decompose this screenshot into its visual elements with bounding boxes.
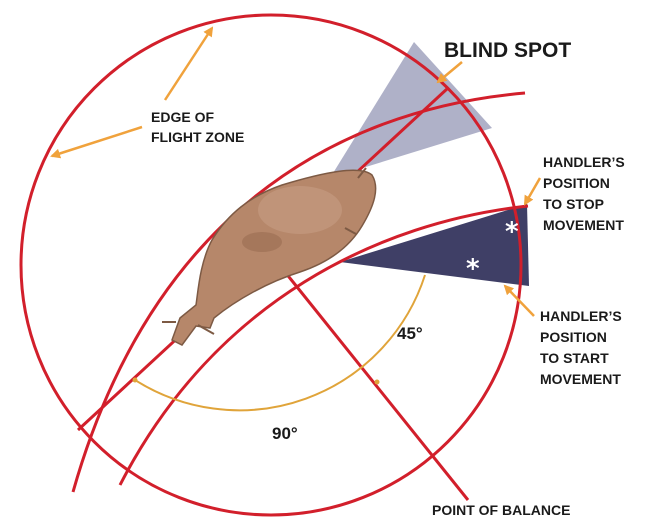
point-of-balance-line [285,272,468,500]
edge-arrow-left [52,127,142,156]
blind-spot-arrow [438,62,462,82]
start-label-line-1: HANDLER’S [540,306,622,327]
edge-label-line-1: EDGE OF [151,107,244,127]
edge-label-line-2: FLIGHT ZONE [151,127,244,147]
handler-stop-arrow [525,178,540,204]
stop-label-line-3: TO STOP [543,194,625,215]
handler-start-label: HANDLER’S POSITION TO START MOVEMENT [540,306,622,390]
angle-arc-tick-2 [375,380,380,385]
blind-spot-label: BLIND SPOT [444,38,571,64]
start-label-line-4: MOVEMENT [540,369,622,390]
edge-arrow-upper [165,28,212,100]
angle-arc-tick-1 [133,378,138,383]
start-label-line-2: POSITION [540,327,622,348]
stop-label-line-2: POSITION [543,173,625,194]
edge-of-flight-zone-label: EDGE OF FLIGHT ZONE [151,107,244,148]
handler-stop-marker: * [505,217,519,247]
handler-zone [340,204,529,286]
start-label-line-3: TO START [540,348,622,369]
stop-label-line-4: MOVEMENT [543,215,625,236]
angle-90-label: 90° [272,423,298,444]
angle-45-label: 45° [397,323,423,344]
point-of-balance-label: POINT OF BALANCE [432,502,570,520]
stop-label-line-1: HANDLER’S [543,152,625,173]
handler-stop-label: HANDLER’S POSITION TO STOP MOVEMENT [543,152,625,236]
handler-start-marker: * [466,254,480,284]
